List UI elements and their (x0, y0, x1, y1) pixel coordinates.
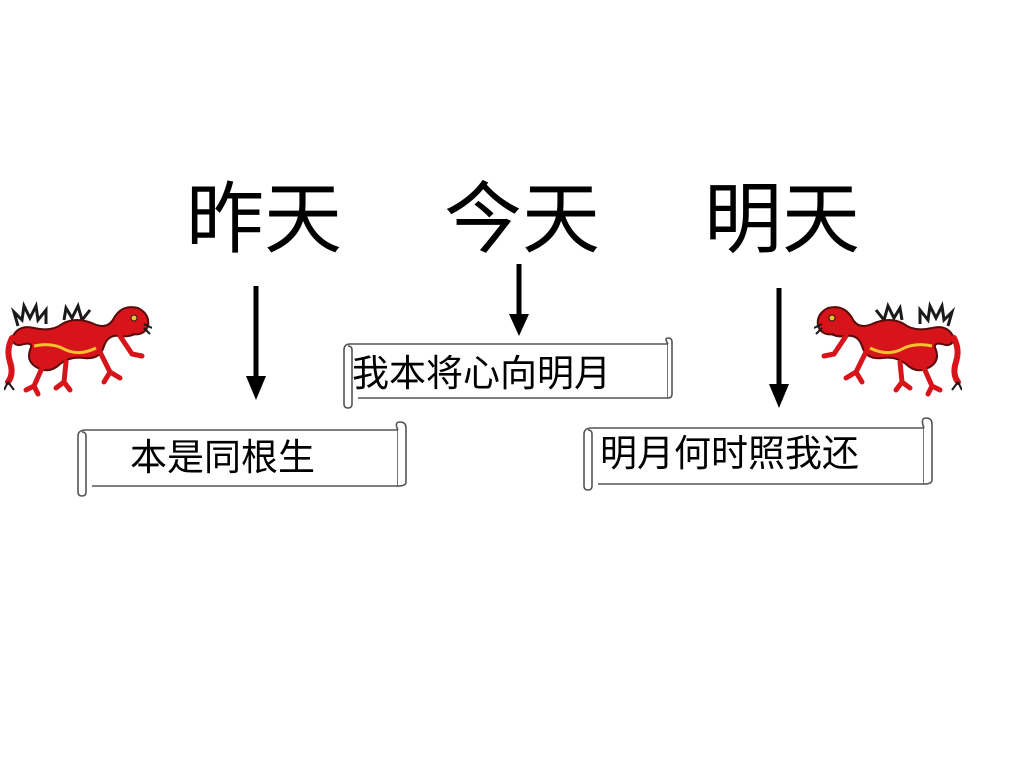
heading-tomorrow: 明天 (704, 175, 861, 265)
down-arrow-icon (769, 288, 789, 408)
dragon-icon (4, 301, 152, 397)
scroll-text-tomorrow: 明月何时照我还 (600, 432, 859, 475)
scroll-text-today: 我本将心向明月 (352, 352, 611, 395)
scroll-banner-icon (343, 337, 673, 409)
down-arrow-icon (509, 264, 529, 336)
heading-yesterday: 昨天 (186, 175, 343, 265)
heading-today: 今天 (444, 175, 601, 265)
dragon-icon (814, 301, 962, 397)
scroll-banner-icon (583, 417, 933, 491)
scroll-text-yesterday: 本是同根生 (130, 436, 315, 479)
scroll-banner-icon (77, 421, 407, 497)
down-arrow-icon (246, 286, 266, 400)
